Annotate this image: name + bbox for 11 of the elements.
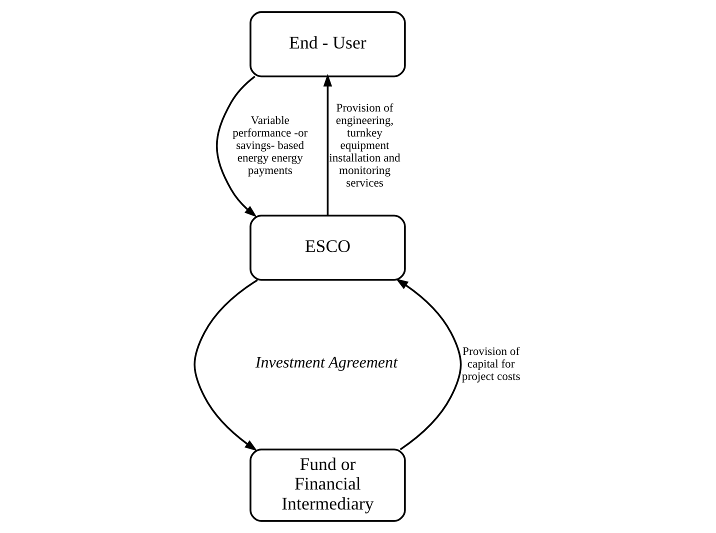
arrow xyxy=(194,279,258,452)
edge-label: Provision of capital for project costs xyxy=(462,345,520,384)
node-box: ESCO xyxy=(250,214,406,281)
edge-label: Variable performance -or savings- based energy energy payments xyxy=(232,114,308,178)
edge-label: Provision of engineering, turnkey equipment installation and monitoring services xyxy=(329,102,400,190)
node-box: Fund or Financial Intermediary xyxy=(250,448,406,522)
arrow xyxy=(396,278,462,450)
node-box: End - User xyxy=(250,11,406,78)
arrow xyxy=(216,76,257,218)
label: Investment Agreement xyxy=(255,354,398,372)
arrow xyxy=(323,74,332,216)
